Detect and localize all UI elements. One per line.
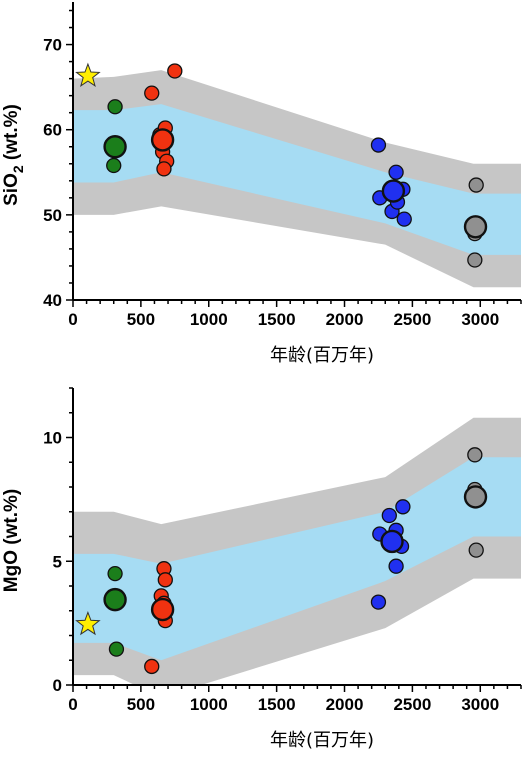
- y-tick-label: 10: [43, 429, 62, 448]
- x-tick-label: 500: [127, 695, 155, 714]
- y-tick-label: 0: [53, 676, 62, 695]
- data-point-1-1: [106, 157, 122, 174]
- mean-point-3-0: [381, 179, 406, 203]
- mean-point-3-0: [380, 529, 404, 554]
- x-tick-label: 2500: [393, 310, 431, 329]
- data-point-3-5: [396, 211, 412, 227]
- y-axis-title: MgO (wt.%): [1, 489, 22, 592]
- data-point-2-1: [157, 572, 173, 588]
- data-point-1-0: [107, 99, 123, 115]
- star-marker: [75, 62, 101, 87]
- plot-area: [73, 417, 521, 685]
- y-tick-label: 50: [43, 206, 62, 225]
- y-axis-title: SiO2 (wt.%): [1, 104, 26, 206]
- data-point-3-5: [388, 558, 404, 574]
- data-point-4-2: [468, 542, 484, 558]
- star-marker: [75, 610, 101, 636]
- data-point-3-0: [370, 137, 387, 153]
- y-title-subscript: 2: [10, 165, 26, 173]
- x-tick-label: 1000: [190, 695, 228, 714]
- x-tick-label: 3000: [461, 310, 499, 329]
- x-tick-label: 0: [68, 695, 77, 714]
- sio2-panel: 0 500 1000 1500 2000 2500 3000 40 50 60 70 年龄(百万年) S…: [1, 2, 522, 366]
- data-point-4-0: [467, 447, 483, 463]
- y-tick-label: 5: [53, 552, 62, 571]
- y-title-tail: (wt.%): [1, 104, 22, 165]
- x-tick-label: 0: [68, 310, 77, 329]
- data-point-3-1: [381, 507, 397, 524]
- data-point-2-1: [167, 63, 183, 79]
- x-tick-label: 2500: [393, 695, 431, 714]
- mean-point-2-0: [150, 128, 175, 152]
- data-point-3-0: [395, 499, 411, 515]
- data-point-4-1: [467, 252, 483, 268]
- mean-point-4-0: [463, 215, 488, 239]
- y-tick-label: 40: [43, 291, 62, 310]
- x-tick-label: 1500: [258, 695, 296, 714]
- data-point-3-6: [370, 594, 387, 610]
- x-axis-title: 年龄(百万年): [270, 730, 374, 751]
- x-axis-title: 年龄(百万年): [270, 345, 374, 366]
- mean-point-1-0: [103, 135, 127, 159]
- data-point-4-0: [468, 177, 484, 193]
- x-tick-label: 1500: [258, 310, 296, 329]
- mean-point-1-0: [103, 587, 127, 612]
- data-point-2-6: [156, 161, 172, 177]
- x-tick-label: 2000: [326, 695, 364, 714]
- x-tick-label: 500: [127, 310, 155, 329]
- mean-point-4-0: [463, 485, 488, 509]
- y-title-main: SiO: [1, 173, 22, 206]
- mgo-panel: 0 500 1000 1500 2000 2500 3000 0 5 10 年龄(百万年) MgO (…: [1, 387, 522, 751]
- data-point-1-0: [107, 565, 123, 582]
- data-point-2-0: [144, 85, 160, 101]
- x-tick-label: 1000: [190, 310, 228, 329]
- y-tick-label: 70: [43, 36, 62, 55]
- data-point-3-1: [388, 164, 404, 180]
- data-point-1-1: [108, 641, 125, 657]
- mean-point-2-0: [150, 597, 175, 622]
- data-point-2-5: [144, 658, 160, 675]
- x-tick-label: 2000: [326, 310, 364, 329]
- x-tick-label: 3000: [461, 695, 499, 714]
- plot-area: [73, 70, 521, 288]
- y-tick-label: 60: [43, 121, 62, 140]
